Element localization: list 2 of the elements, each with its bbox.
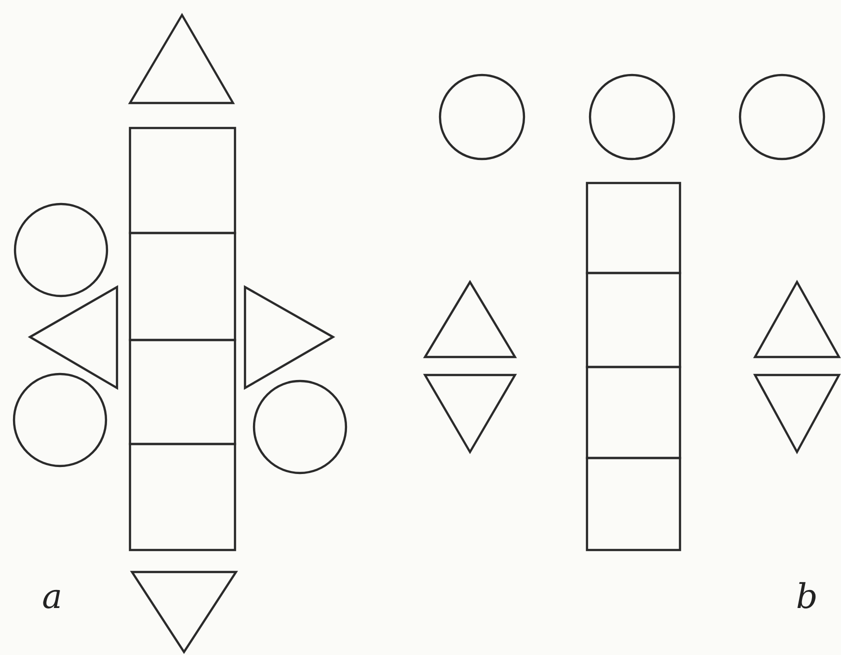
panel-label: a bbox=[42, 580, 62, 614]
panel-label: b bbox=[796, 580, 818, 614]
